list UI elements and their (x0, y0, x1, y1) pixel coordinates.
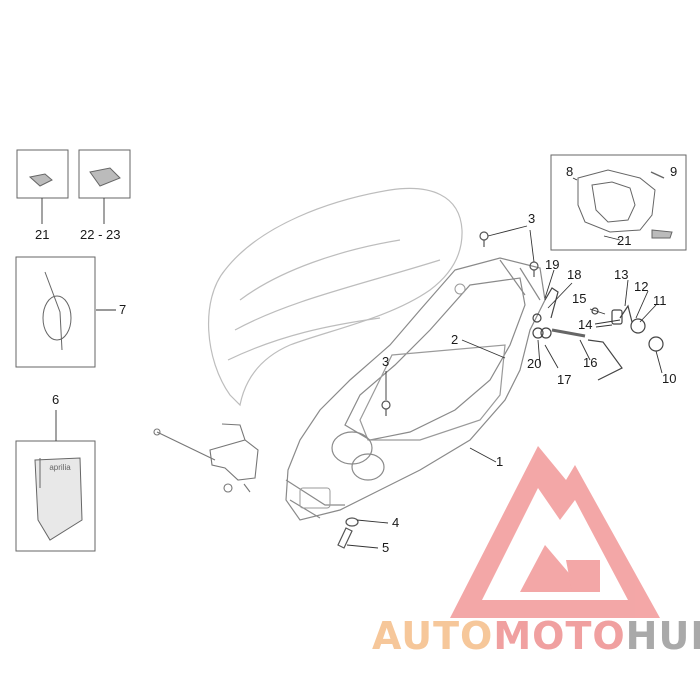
callout-4: 4 (392, 515, 400, 530)
watermark-auto: AUTO (372, 614, 494, 658)
callout-19: 19 (545, 257, 560, 272)
watermark-hub: HUB (625, 614, 700, 658)
hinge-bracket (153, 423, 259, 493)
callout-8: 8 (566, 164, 574, 179)
tub-details (299, 283, 466, 509)
seat (208, 187, 463, 407)
callout-21-right: 21 (617, 233, 632, 248)
callout-1: 1 (496, 454, 504, 469)
helmet-compartment (285, 257, 546, 521)
watermark-moto: MOTO (493, 614, 626, 658)
callout-13: 13 (614, 267, 629, 282)
lock-assembly (532, 287, 664, 381)
watermark-text: AUTOMOTOHUB (372, 617, 700, 655)
callout-18: 18 (567, 267, 582, 282)
callout-3-mid: 3 (382, 354, 390, 369)
drain-tube (337, 517, 359, 549)
inset-cover-box (550, 154, 687, 251)
callout-11: 11 (653, 293, 667, 308)
callout-17: 17 (557, 372, 572, 387)
callout-16: 16 (583, 355, 598, 370)
callout-9: 9 (670, 164, 678, 179)
callout-6: 6 (52, 392, 60, 407)
callout-21-left: 21 (35, 227, 50, 242)
callout-14: 14 (578, 317, 593, 332)
callout-22-23: 22 - 23 (80, 227, 121, 242)
callout-20: 20 (527, 356, 542, 371)
callout-5: 5 (382, 540, 390, 555)
callout-3-top: 3 (528, 211, 536, 226)
leader-lines (41, 177, 663, 549)
watermark-logo (450, 446, 660, 618)
callout-7: 7 (119, 302, 127, 317)
inset-boxes-left (15, 149, 131, 552)
callout-12: 12 (634, 279, 649, 294)
screws (381, 231, 539, 416)
callout-10: 10 (662, 371, 677, 386)
pouch-logo: aprilia (49, 463, 71, 472)
callout-15: 15 (572, 291, 587, 306)
callout-2: 2 (451, 332, 459, 347)
